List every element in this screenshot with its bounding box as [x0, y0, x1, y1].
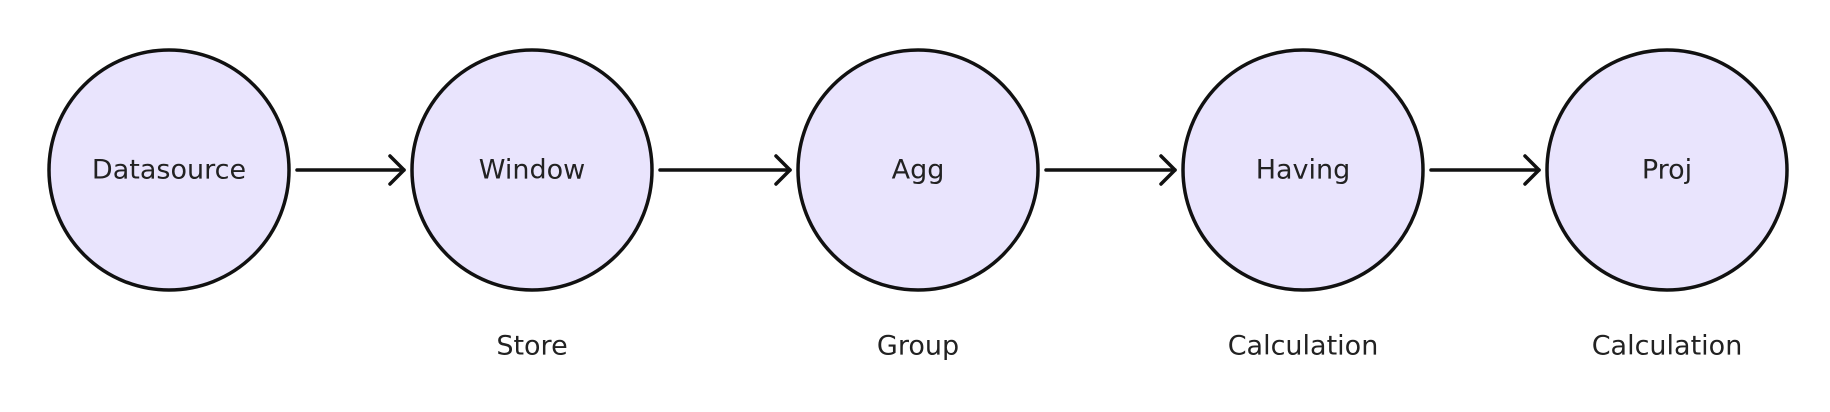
- node-circle: [1545, 48, 1789, 292]
- edges-layer: [295, 154, 1541, 186]
- node-datasource: Datasource: [47, 48, 291, 292]
- node-proj: Proj: [1545, 48, 1789, 292]
- node-label: Window: [479, 155, 585, 186]
- arrowhead-icon: [1523, 154, 1541, 186]
- edge-arrow: [658, 154, 792, 186]
- node-label: Proj: [1642, 155, 1692, 186]
- node-window: Window: [410, 48, 654, 292]
- node-caption: Group: [877, 331, 959, 362]
- edge-arrow: [295, 154, 406, 186]
- node-caption: Store: [496, 331, 567, 362]
- node-caption: Calculation: [1592, 331, 1743, 362]
- captions-layer: Store Group Calculation Calculation: [496, 331, 1742, 362]
- arrowhead-icon: [774, 154, 792, 186]
- node-agg: Agg: [796, 48, 1040, 292]
- node-label: Having: [1256, 155, 1351, 186]
- node-circle: [47, 48, 291, 292]
- node-circle: [796, 48, 1040, 292]
- node-circle: [1181, 48, 1425, 292]
- arrowhead-icon: [1159, 154, 1177, 186]
- nodes-layer: Datasource Window Agg Having Proj: [47, 48, 1789, 292]
- node-label: Datasource: [92, 155, 246, 186]
- node-having: Having: [1181, 48, 1425, 292]
- arrowhead-icon: [388, 154, 406, 186]
- edge-arrow: [1429, 154, 1541, 186]
- edge-arrow: [1044, 154, 1177, 186]
- node-caption: Calculation: [1228, 331, 1379, 362]
- node-label: Agg: [892, 155, 945, 186]
- node-circle: [410, 48, 654, 292]
